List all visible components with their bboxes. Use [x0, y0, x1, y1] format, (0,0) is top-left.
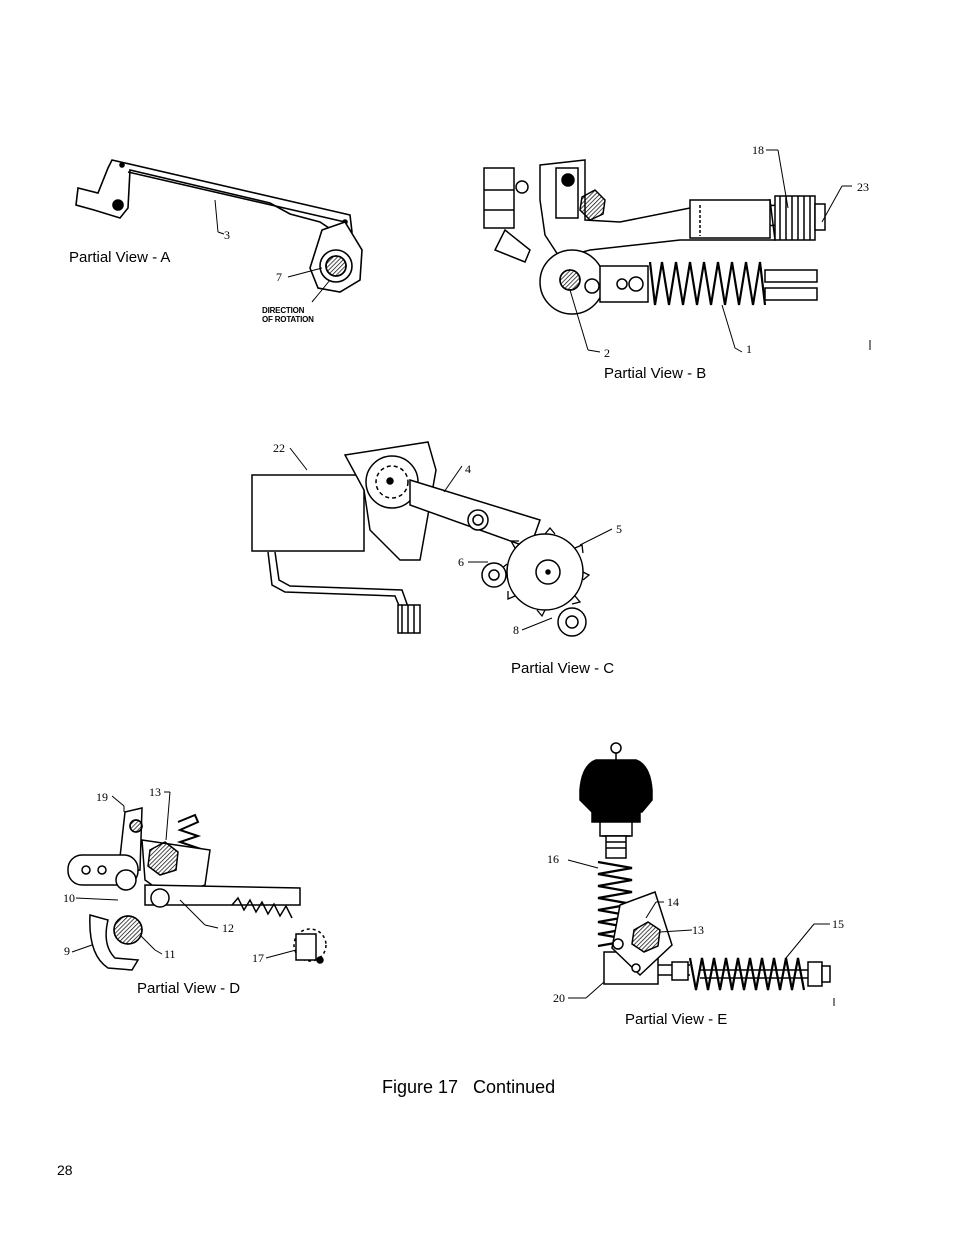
- page-number: 28: [57, 1162, 73, 1178]
- callout-12: 12: [222, 921, 234, 935]
- callout-23: 23: [857, 180, 869, 194]
- callout-13-e: 13: [692, 923, 704, 937]
- callout-8: 8: [513, 623, 519, 637]
- partial-view-a-drawing: [75, 159, 363, 303]
- callout-1: 1: [746, 342, 752, 356]
- partial-view-c-drawing: [251, 441, 613, 637]
- callout-11: 11: [164, 947, 176, 961]
- partial-view-b-caption: Partial View - B: [604, 365, 707, 382]
- callout-14: 14: [667, 895, 679, 909]
- figure-title: Figure 17 Continued: [382, 1077, 556, 1097]
- callout-16: 16: [547, 852, 559, 866]
- partial-view-e-caption: Partial View - E: [625, 1011, 728, 1028]
- callout-3: 3: [224, 228, 230, 242]
- partial-view-d-caption: Partial View - D: [137, 980, 241, 997]
- callout-17: 17: [252, 951, 264, 965]
- callout-7: 7: [276, 270, 282, 284]
- callout-22: 22: [273, 441, 285, 455]
- partial-view-d-drawing: [67, 791, 327, 971]
- callout-10: 10: [63, 891, 75, 905]
- callout-5: 5: [616, 522, 622, 536]
- callout-13: 13: [149, 785, 161, 799]
- callout-20: 20: [553, 991, 565, 1005]
- callout-15: 15: [832, 917, 844, 931]
- callout-9: 9: [64, 944, 70, 958]
- callout-18: 18: [752, 143, 764, 157]
- partial-view-a-caption: Partial View - A: [69, 249, 171, 266]
- callout-6: 6: [458, 555, 464, 569]
- partial-view-e-drawing: [567, 742, 835, 1006]
- callout-4: 4: [465, 462, 471, 476]
- partial-view-c-caption: Partial View - C: [511, 660, 615, 677]
- callout-19: 19: [96, 790, 108, 804]
- rotation-label-line2: OF ROTATION: [262, 315, 314, 324]
- partial-view-b-drawing: [483, 149, 871, 353]
- rotation-label-line1: DIRECTION: [262, 306, 305, 315]
- direction-of-rotation-label: DIRECTION OF ROTATION: [262, 306, 314, 324]
- callout-2: 2: [604, 346, 610, 360]
